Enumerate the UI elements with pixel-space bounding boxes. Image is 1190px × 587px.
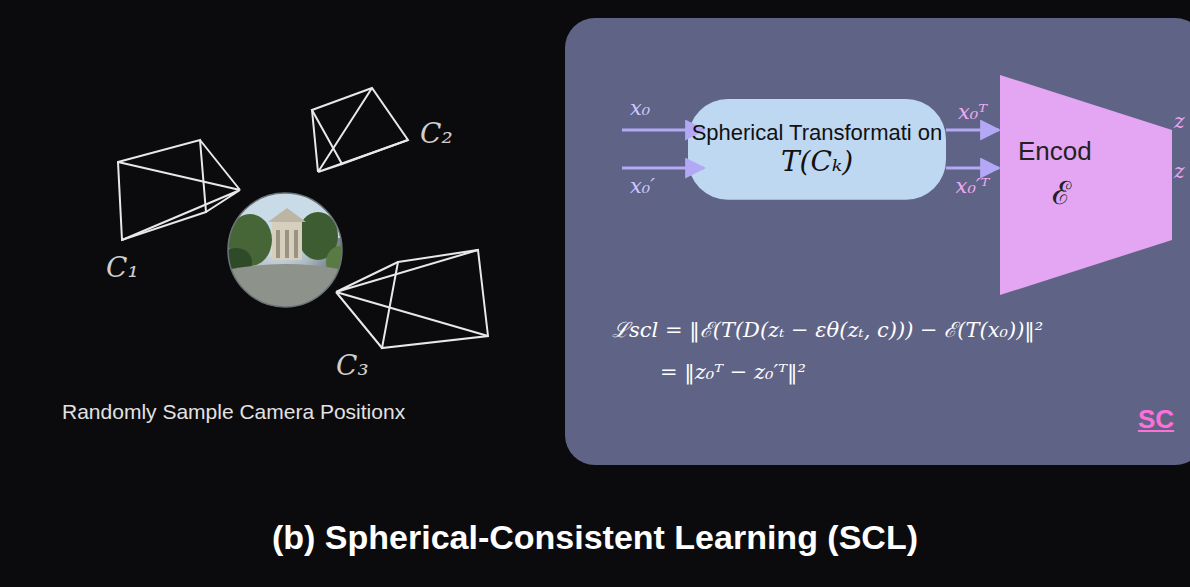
math-symbol: ℰ — [1052, 175, 1071, 212]
signal-name: z — [1174, 110, 1185, 133]
loss-formula: ℒscl = ‖ℰ(T(D(zₜ − εθ(zₜ, c))) − ℰ(T(x₀)… — [612, 318, 1043, 342]
loss-panel: ℒscl = ‖ℰ(T(D(zₜ − εθ(zₜ, c))) − ℰ(T(x₀)… — [565, 18, 1190, 465]
sub-caption: Randomly Sample Camera Positionx — [62, 400, 405, 424]
signal-name: x₀ᵀ — [958, 100, 987, 124]
section-link: SC — [1138, 405, 1174, 435]
text-stack: Spherical Transformati onT(Cₖ) — [688, 99, 946, 200]
loss-panel-outline — [565, 18, 1190, 465]
box-title: Spherical Transformati on — [692, 120, 943, 145]
encoder-trapezoid: Encodℰ — [1000, 75, 1172, 295]
sphere — [220, 193, 354, 310]
camera-label: C₁ — [106, 252, 139, 284]
signal-name: x₀ — [630, 96, 650, 120]
process-box: Spherical Transformati onT(Cₖ) — [688, 99, 946, 200]
encoder-trapezoid-outline — [1000, 75, 1172, 295]
camera-label: C₂ — [420, 118, 453, 150]
camera-frustums — [118, 88, 488, 348]
figure-caption: (b) Spherical-Consistent Learning (SCL) — [0, 518, 1190, 557]
signal-name: x₀′ᵀ — [956, 174, 990, 198]
loss-formula: = ‖z₀ᵀ − z₀′ᵀ‖² — [660, 360, 806, 384]
box-title: Encod — [1018, 137, 1092, 167]
signal-name: z — [1174, 160, 1185, 183]
camera-label: C₃ — [336, 350, 369, 382]
flow-arrow — [946, 129, 999, 132]
flow-arrow — [946, 167, 999, 170]
signal-name: x₀′ — [630, 174, 655, 198]
math-symbol: T(Cₖ) — [781, 146, 853, 178]
